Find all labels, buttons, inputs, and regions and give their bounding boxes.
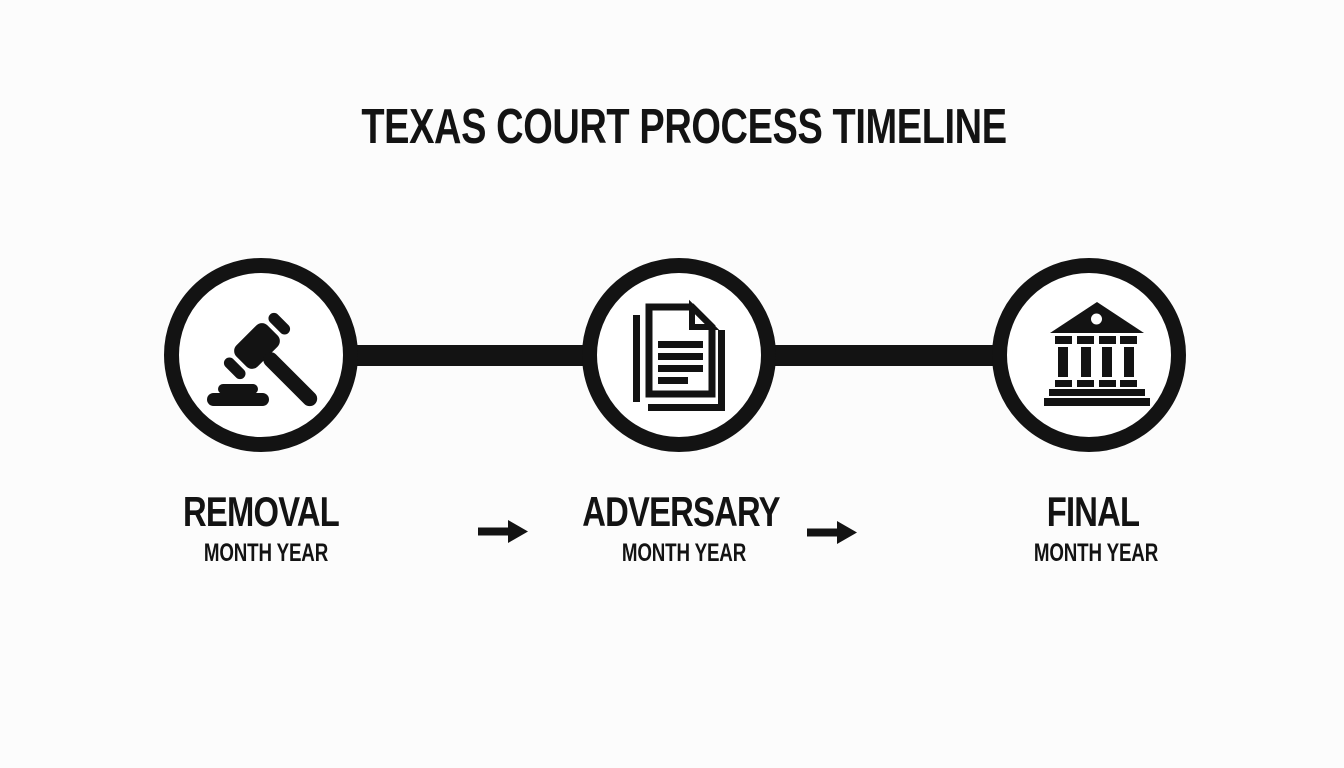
stage-date-final: MONTH YEAR [1033, 539, 1159, 567]
stage-date-adversary: MONTH YEAR [621, 539, 747, 567]
stage-date-removal: MONTH YEAR [203, 539, 329, 567]
timeline-track [352, 345, 998, 366]
courthouse-icon [1044, 302, 1150, 406]
gavel-base [207, 384, 269, 406]
arrow-right-icon [478, 520, 528, 543]
stage-label-adversary: ADVERSARY [582, 488, 780, 535]
documents-icon [633, 299, 725, 411]
gavel-icon [207, 312, 318, 407]
stage-label-final: FINAL [1046, 488, 1140, 535]
stage-label-removal: REMOVAL [183, 488, 340, 535]
page-title: TEXAS COURT PROCESS TIMELINE [361, 100, 1007, 154]
arrow-right-icon [807, 521, 857, 544]
